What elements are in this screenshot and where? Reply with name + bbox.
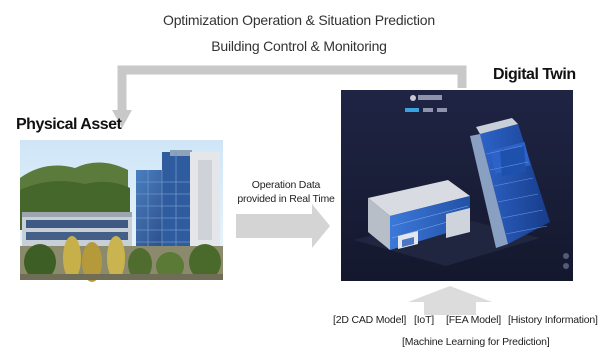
input-iot: [IoT] xyxy=(414,314,435,326)
top-label-building-control: Building Control & Monitoring xyxy=(211,38,387,54)
inputs-arrow xyxy=(408,286,492,315)
input-machine-learning: [Machine Learning for Prediction] xyxy=(402,336,550,348)
data-flow-label-line2: provided in Real Time xyxy=(237,193,335,205)
data-flow-label-line1: Operation Data xyxy=(251,179,321,191)
physical-asset-title: Physical Asset xyxy=(16,116,122,133)
physical-asset-photo xyxy=(20,140,223,282)
input-history-information: [History Information] xyxy=(508,314,598,326)
input-2d-cad-model: [2D CAD Model] xyxy=(333,314,407,326)
digital-twin-title: Digital Twin xyxy=(493,66,576,83)
top-label-optimization: Optimization Operation & Situation Predi… xyxy=(163,12,435,28)
feedback-arrow xyxy=(112,65,467,128)
input-fea-model: [FEA Model] xyxy=(446,314,501,326)
digital-twin-screen xyxy=(341,90,573,281)
realtime-data-arrow xyxy=(236,204,330,248)
